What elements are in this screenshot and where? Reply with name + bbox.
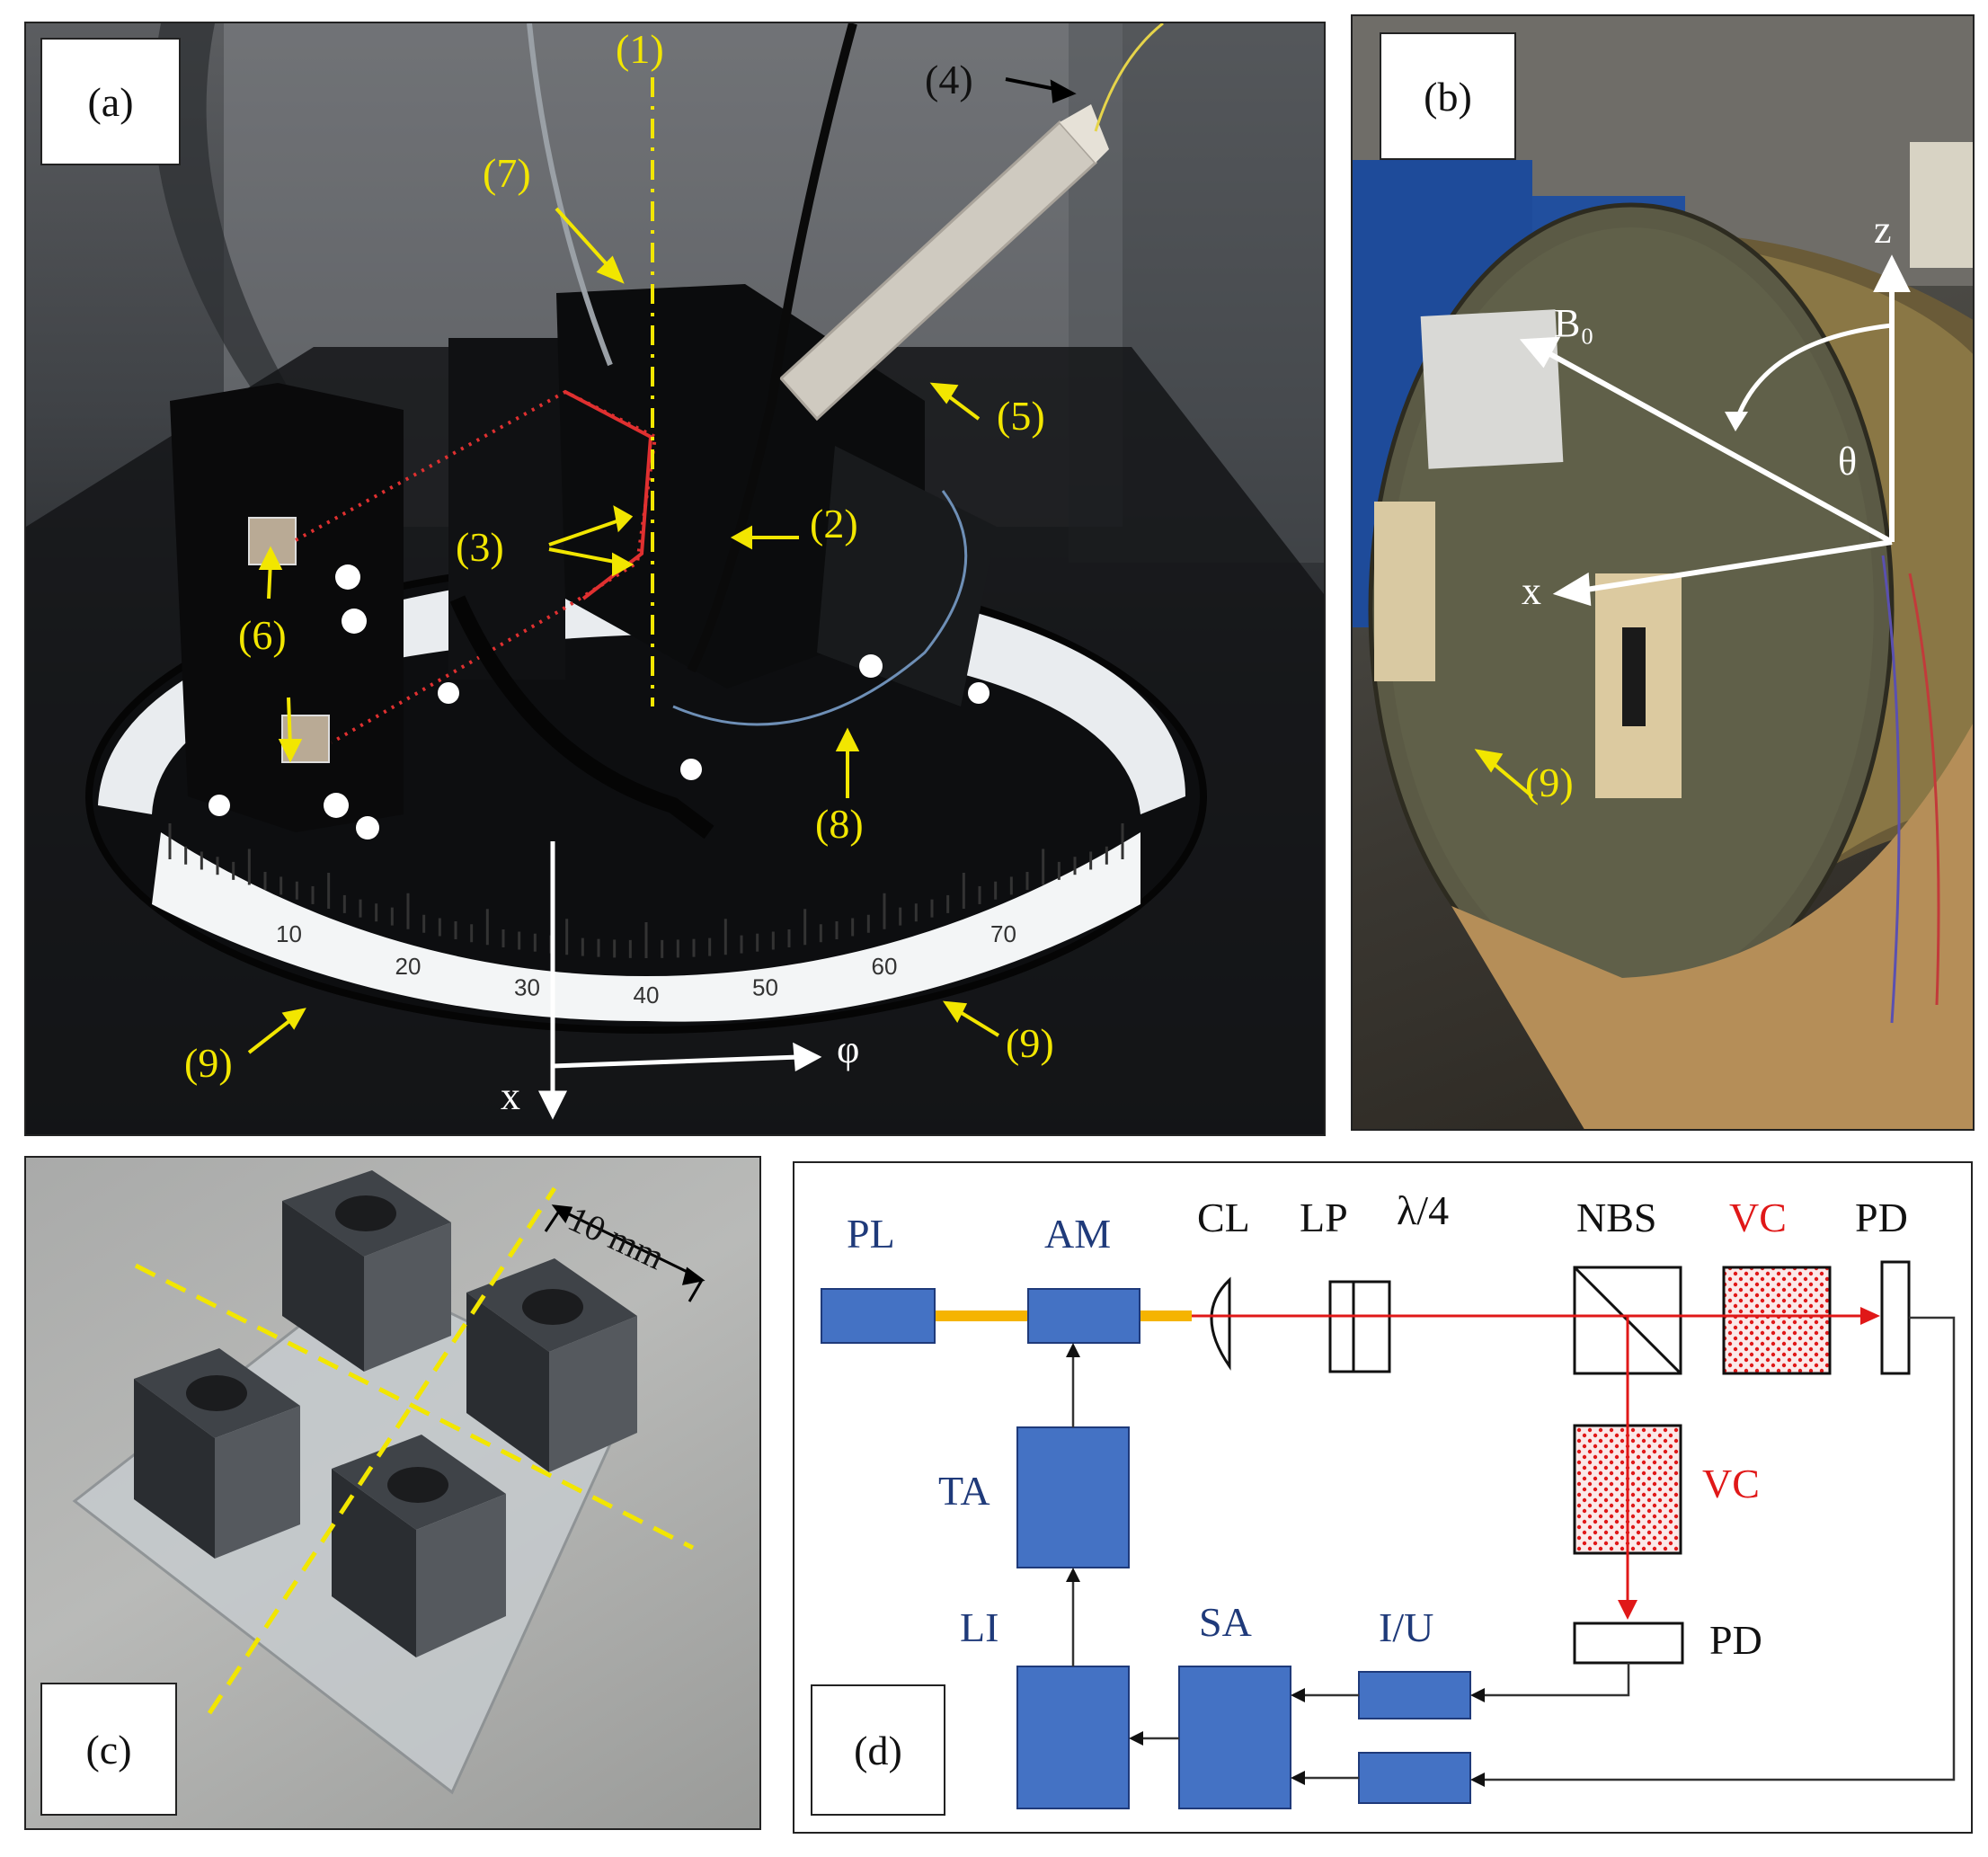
label-qwp: λ/4 xyxy=(1397,1187,1450,1233)
label-9-b: (9) xyxy=(1525,760,1574,805)
iu-block-top xyxy=(1358,1671,1471,1719)
label-pd-bottom: PD xyxy=(1709,1617,1762,1663)
li-block xyxy=(1016,1666,1130,1809)
photodiode-bottom xyxy=(1573,1622,1684,1665)
axis-phi-label: φ xyxy=(837,1027,860,1071)
label-8-fiber-loop: (8) xyxy=(815,801,864,847)
panel-c-photo: 10 mm (c) xyxy=(24,1156,761,1830)
photodiode-top xyxy=(1880,1260,1911,1375)
theta-arc xyxy=(1735,323,1893,420)
label-nbs: NBS xyxy=(1576,1195,1657,1240)
panel-d-tag: (d) xyxy=(811,1684,945,1816)
panel-c-scene xyxy=(72,1170,706,1795)
label-pd-top: PD xyxy=(1855,1195,1908,1240)
panel-a-tag: (a) xyxy=(40,38,181,165)
label-ta: TA xyxy=(938,1468,990,1514)
label-6-samples: (6) xyxy=(238,612,287,658)
panel-c-tag: (c) xyxy=(40,1683,177,1816)
linear-polarizer xyxy=(1328,1280,1391,1373)
scale-number: 60 xyxy=(872,953,898,980)
label-vc-top: VC xyxy=(1729,1195,1787,1240)
label-9-left: (9) xyxy=(184,1040,233,1086)
label-9-right: (9) xyxy=(1006,1020,1054,1066)
vapor-cell-top xyxy=(1722,1266,1832,1375)
am-block xyxy=(1027,1288,1140,1344)
magnet-cube-right xyxy=(466,1258,637,1472)
scale-number: 20 xyxy=(395,953,422,980)
scale-number: 70 xyxy=(990,920,1016,947)
iu-block-bottom xyxy=(1358,1752,1471,1804)
panel-a-scene: 10 20 30 40 50 60 70 xyxy=(26,23,1324,1134)
axis-x-label: x xyxy=(501,1074,520,1118)
label-cl: CL xyxy=(1197,1195,1250,1240)
cylindrical-lens xyxy=(1210,1276,1231,1371)
label-1-rotation-axis: (1) xyxy=(616,26,664,72)
panel-d-diagram xyxy=(821,1260,1956,1809)
ta-block xyxy=(1016,1426,1130,1568)
panel-a-photo: 10 20 30 40 50 60 70 (a) (1) (7) (4) (5) (2) (… xyxy=(24,22,1326,1136)
panel-b-tag: (b) xyxy=(1380,32,1516,160)
theta-label: θ xyxy=(1838,440,1858,484)
label-3-components: (3) xyxy=(456,524,504,570)
label-iu: I/U xyxy=(1379,1604,1434,1650)
sample-holder-left xyxy=(170,383,404,832)
b0-field-label: B₀ xyxy=(1554,301,1594,345)
label-5-sensor: (5) xyxy=(997,393,1045,439)
axis-x-label-b: x xyxy=(1522,569,1541,613)
scale-number: 40 xyxy=(634,982,660,1008)
label-4-fiber: (4) xyxy=(925,57,973,102)
scale-number: 10 xyxy=(276,920,302,947)
label-7-cable: (7) xyxy=(483,150,531,196)
label-sa: SA xyxy=(1199,1599,1252,1645)
label-am: AM xyxy=(1044,1211,1112,1257)
sa-block xyxy=(1178,1666,1291,1809)
magnet-cube-top xyxy=(282,1170,451,1372)
scale-number: 50 xyxy=(752,974,778,1001)
label-vc-mid: VC xyxy=(1702,1461,1760,1506)
panel-b-scene xyxy=(1353,16,1973,1129)
label-2-cell: (2) xyxy=(810,501,858,546)
magnet-cube-left xyxy=(134,1348,300,1559)
label-lp: LP xyxy=(1300,1195,1348,1240)
panel-d-schematic: PL AM CL LP λ/4 NBS VC PD VC PD TA LI SA… xyxy=(793,1161,1973,1834)
label-li: LI xyxy=(960,1604,999,1650)
magnet-cube-bottom xyxy=(332,1435,506,1657)
axis-z-label: z xyxy=(1874,208,1892,252)
scale-number: 30 xyxy=(514,974,540,1001)
label-pl: PL xyxy=(847,1211,895,1257)
pl-block xyxy=(821,1288,936,1344)
panel-b-photo: (b) B₀ θ z x (9) xyxy=(1351,14,1975,1131)
